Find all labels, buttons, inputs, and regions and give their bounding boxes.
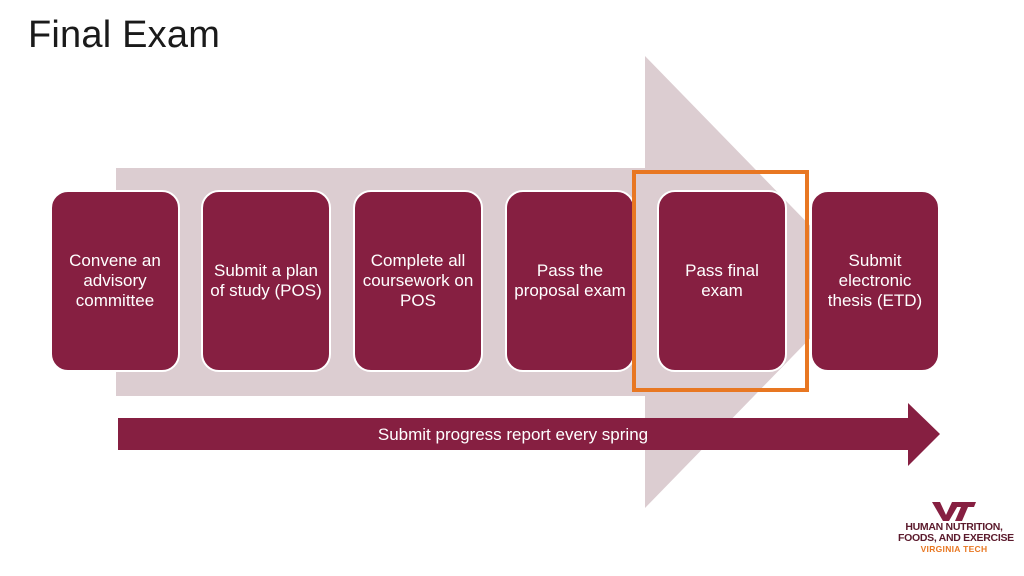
step-convene-committee: Convene an advisory committee	[50, 190, 180, 372]
current-step-highlight	[632, 170, 809, 392]
step-submit-plan-of-study: Submit a plan of study (POS)	[201, 190, 331, 372]
logo-text-line-2: FOODS, AND EXERCISE	[898, 532, 1014, 544]
step-label: Complete all coursework on POS	[362, 251, 474, 310]
step-label: Submit a plan of study (POS)	[210, 261, 322, 300]
step-pass-final-exam: Pass final exam	[657, 190, 787, 372]
vt-logo-icon	[932, 502, 976, 521]
logo-text-line-3: VIRGINIA TECH	[920, 544, 988, 554]
background-process-arrow	[116, 56, 865, 508]
step-pass-proposal-exam: Pass the proposal exam	[505, 190, 635, 372]
step-complete-coursework: Complete all coursework on POS	[353, 190, 483, 372]
slide-title: Final Exam	[28, 14, 221, 56]
step-label: Convene an advisory committee	[69, 251, 161, 310]
logo-text-line-1: HUMAN NUTRITION,	[905, 521, 1003, 533]
step-submit-etd: Submit electronic thesis (ETD)	[810, 190, 940, 372]
progress-banner-arrow	[118, 403, 940, 466]
step-label: Submit electronic thesis (ETD)	[827, 251, 923, 310]
step-label: Pass final exam	[685, 261, 759, 300]
virginia-tech-logo: HUMAN NUTRITION, FOODS, AND EXERCISE VIR…	[898, 500, 1014, 566]
progress-banner-label: Submit progress report every spring	[377, 425, 649, 444]
step-label: Pass the proposal exam	[514, 261, 626, 300]
